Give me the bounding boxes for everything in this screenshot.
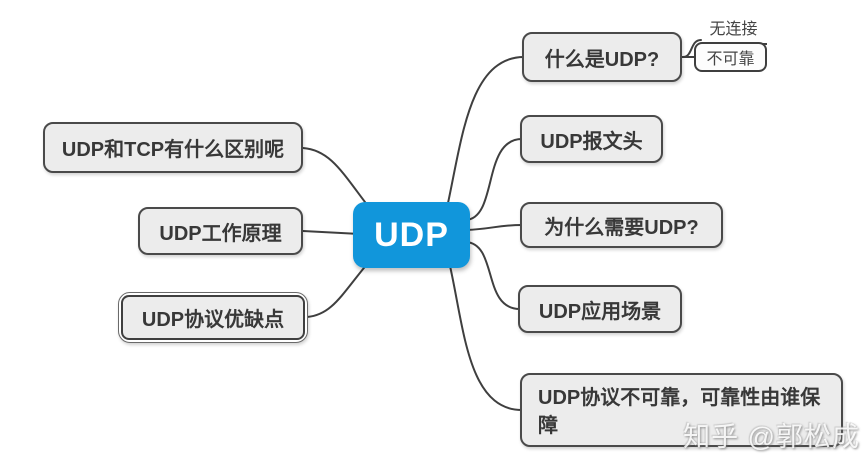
node-udp-pros-cons-label: UDP协议优缺点 bbox=[121, 295, 305, 340]
node-udp-reliability-guarantee: UDP协议不可靠，可靠性由谁保障 bbox=[520, 373, 843, 447]
connector-pros-cons bbox=[306, 262, 369, 318]
connector-why-udp bbox=[465, 224, 523, 231]
node-udp-header: UDP报文头 bbox=[520, 115, 663, 163]
node-udp-application-scenarios: UDP应用场景 bbox=[518, 285, 682, 333]
connector-what-is-udp bbox=[447, 56, 525, 204]
connector-working-principle bbox=[302, 230, 361, 235]
zhihu-watermark: 知乎 @郭松成 bbox=[683, 422, 860, 452]
node-udp-pros-cons-selected: UDP协议优缺点 bbox=[118, 292, 308, 343]
node-udp-tcp-difference: UDP和TCP有什么区别呢 bbox=[43, 122, 303, 173]
node-why-need-udp: 为什么需要UDP? bbox=[520, 202, 723, 248]
connector-udp-header bbox=[465, 138, 523, 221]
connector-udp-tcp-diff bbox=[302, 147, 369, 207]
connector-udp-reliability bbox=[449, 265, 523, 411]
connector-udp-scenarios bbox=[465, 241, 521, 310]
node-udp-working-principle: UDP工作原理 bbox=[138, 207, 303, 255]
center-node-udp: UDP bbox=[353, 202, 470, 268]
subtopic-unreliable: 不可靠 bbox=[694, 42, 767, 72]
subtopic-connectionless: 无连接 bbox=[700, 15, 767, 45]
node-what-is-udp: 什么是UDP? bbox=[522, 32, 682, 82]
